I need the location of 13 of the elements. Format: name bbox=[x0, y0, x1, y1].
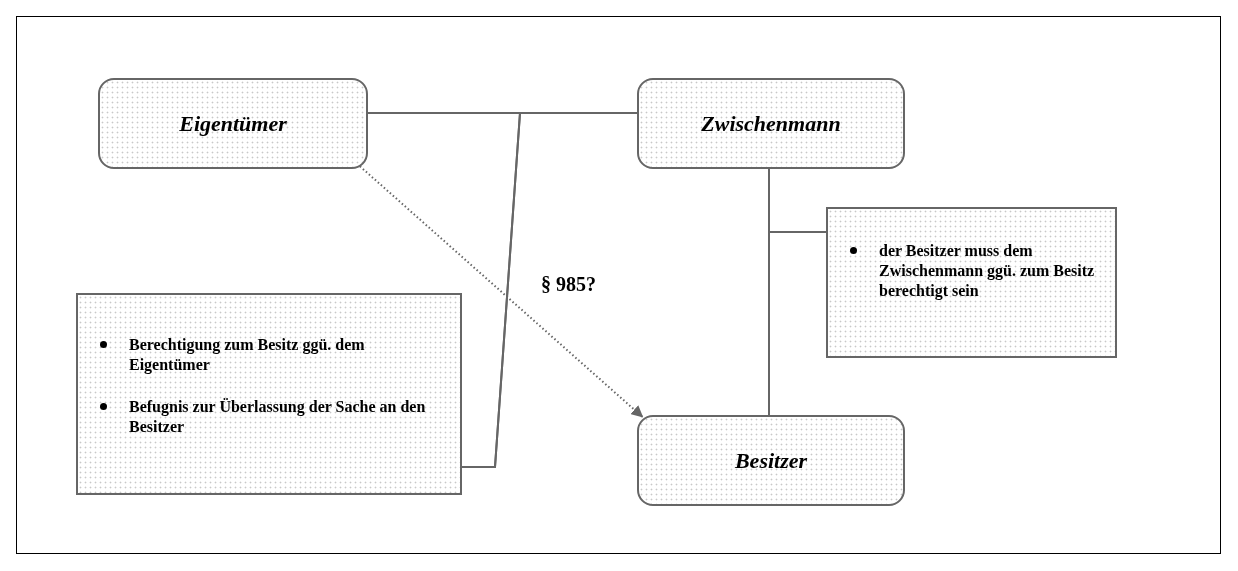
node-title: Zwischenmann bbox=[701, 110, 841, 137]
rounded-box bbox=[637, 415, 905, 506]
connector-line bbox=[768, 231, 827, 416]
rounded-box bbox=[98, 78, 368, 169]
bullet-text: Befugnis zur Überlassung der Sache an den Besitzer bbox=[129, 397, 427, 437]
node-title: Besitzer bbox=[734, 447, 808, 474]
text-box bbox=[826, 207, 1117, 358]
bullet-text: Berechtigung zum Besitz ggü. dem Eigentümer bbox=[129, 335, 366, 375]
node-title: Eigentümer bbox=[179, 110, 287, 137]
rounded-box bbox=[637, 78, 905, 169]
bullet-text: der Besitzer muss dem Zwischenmann ggü. zum Besitz berechtigt sein bbox=[879, 241, 1096, 301]
text-box bbox=[76, 293, 462, 495]
arrow bbox=[358, 165, 644, 418]
